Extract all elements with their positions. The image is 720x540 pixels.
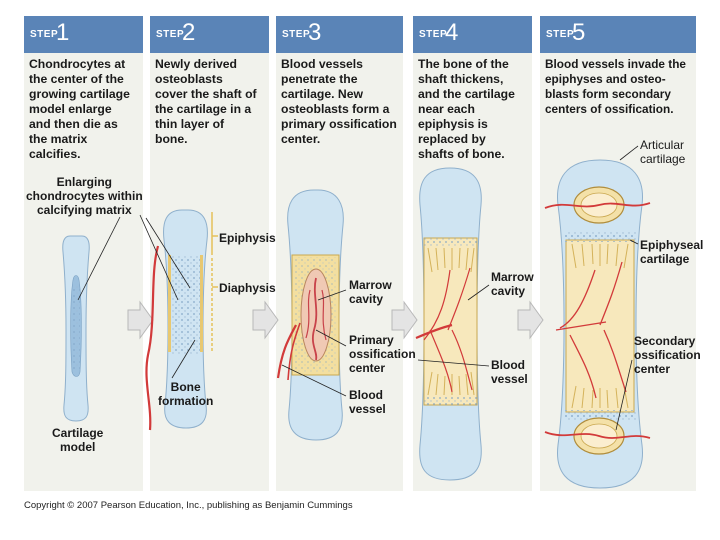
enlarging-leader-lines: [77, 214, 196, 379]
copyright-notice: Copyright © 2007 Pearson Education, Inc.…: [24, 500, 353, 511]
step-1-header: STEP 1: [24, 16, 143, 53]
step-5-word: STEP: [546, 29, 575, 40]
step-4-header: STEP 4: [413, 16, 532, 53]
step5-leader-lines: [615, 145, 639, 431]
cartilage-model-illustration: [62, 235, 90, 422]
step-5-number: 5: [572, 19, 586, 46]
label-epiphysis: Epiphysis: [219, 231, 276, 245]
step3-leader-lines: [281, 289, 347, 397]
epiphysis-bracket: [211, 212, 218, 255]
label-diaphysis: Diaphysis: [219, 281, 276, 295]
step-2-header: STEP 2: [150, 16, 269, 53]
step-arrow-3: [391, 300, 418, 340]
diaphysis-bracket: [211, 258, 218, 352]
step-5-header: STEP 5: [540, 16, 696, 53]
step-arrow-2: [252, 300, 279, 340]
step4-leader-lines: [417, 284, 490, 367]
step-3-word: STEP: [282, 29, 311, 40]
thickened-shaft-illustration: [415, 167, 482, 481]
step-3-number: 3: [308, 19, 322, 46]
step-2-number: 2: [182, 19, 196, 46]
step-arrow-4: [517, 300, 544, 340]
step-3-header: STEP 3: [276, 16, 403, 53]
secondary-ossification-illustration: [544, 159, 651, 489]
step-arrow-1: [127, 300, 154, 340]
step-1-word: STEP: [30, 29, 59, 40]
step-1-number: 1: [56, 19, 70, 46]
primary-ossification-illustration: [276, 189, 344, 441]
step-4-word: STEP: [419, 29, 448, 40]
step-4-number: 4: [445, 19, 459, 46]
step-2-word: STEP: [156, 29, 185, 40]
